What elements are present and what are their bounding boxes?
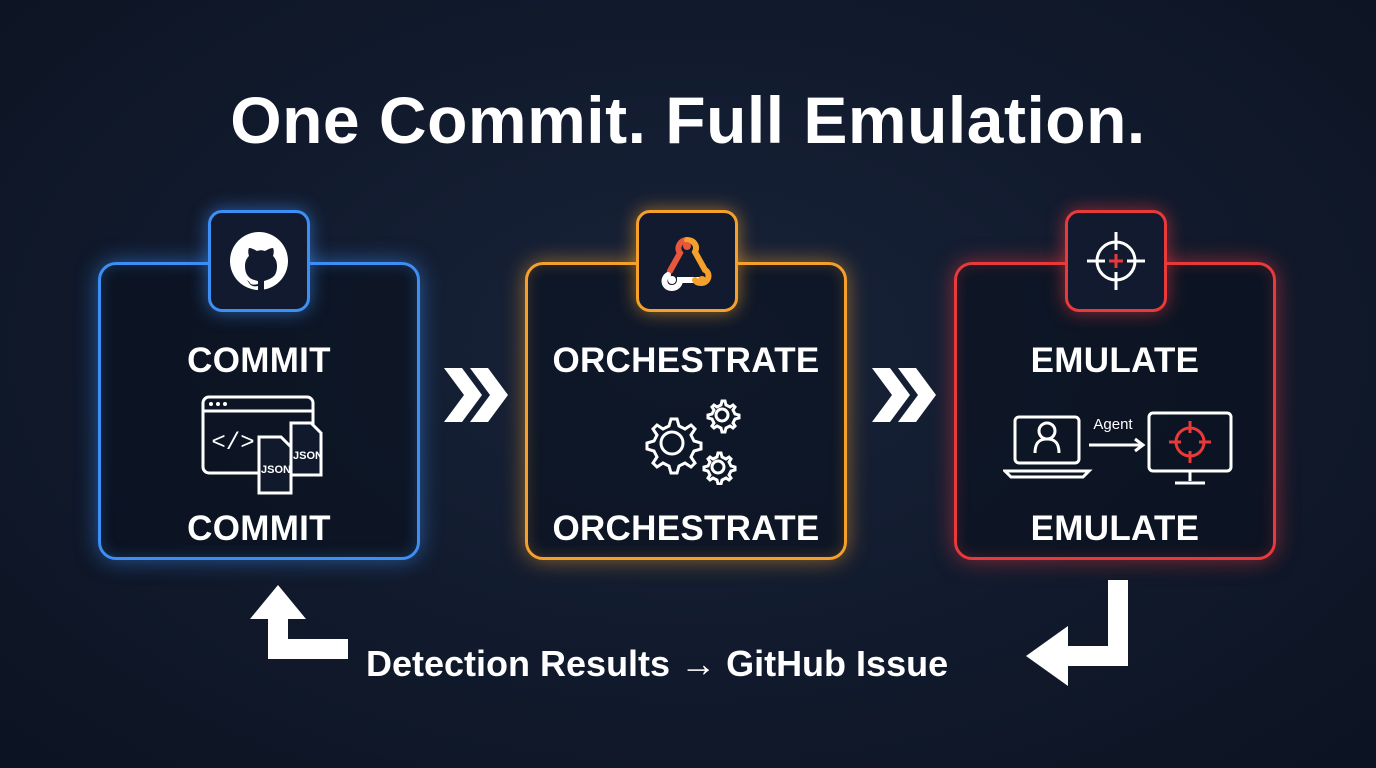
page-title: One Commit. Full Emulation.	[230, 83, 1146, 157]
github-icon	[230, 232, 288, 290]
github-icon-box	[208, 210, 310, 312]
emulate-top-label: EMULATE	[1030, 341, 1200, 380]
crosshair-icon	[1087, 232, 1145, 290]
orchestrate-top-label: ORCHESTRATE	[552, 341, 820, 380]
agent-label: Agent	[1093, 416, 1133, 433]
orchestrate-bottom-label: ORCHESTRATE	[552, 509, 820, 548]
webhook-icon	[661, 237, 712, 292]
emulate-bottom-label: EMULATE	[1030, 509, 1200, 548]
commit-top-label: COMMIT	[187, 341, 331, 380]
feedback-text: Detection Results → GitHub Issue	[366, 643, 949, 684]
crosshair-icon-box	[1065, 210, 1167, 312]
code-files-illustration: </> JSON JSON	[201, 395, 323, 495]
json-file-label-b: JSON	[293, 450, 323, 462]
gears-icon	[645, 399, 741, 485]
json-file-label-a: JSON	[261, 464, 291, 476]
chevron-right-icon	[872, 368, 936, 422]
return-arrow-right-icon	[1026, 580, 1128, 686]
agent-attack-illustration: Agent	[1003, 411, 1233, 485]
return-arrow-left-icon	[250, 585, 348, 659]
commit-bottom-label: COMMIT	[187, 509, 331, 548]
chevron-right-icon	[444, 368, 508, 422]
webhook-icon-box	[636, 210, 738, 312]
code-glyph: </>	[211, 430, 254, 457]
